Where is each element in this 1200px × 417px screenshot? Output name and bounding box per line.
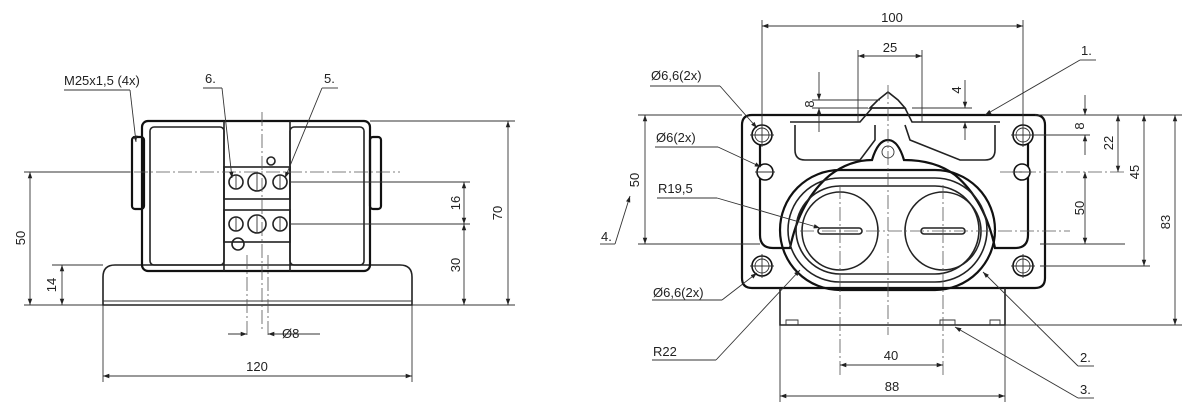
top-view: 100 25 8 4 1. Ø6,6(2x) Ø6(2x) 50	[600, 10, 1182, 402]
hole-dia-6: Ø6(2x)	[656, 130, 696, 145]
hole-dia-6-6-top: Ø6,6(2x)	[651, 68, 702, 83]
base-plate	[102, 264, 413, 306]
dim-40: 40	[884, 348, 898, 363]
radius-19-5: R19,5	[658, 181, 693, 196]
housing-lower	[779, 288, 1006, 326]
dim-8-top: 8	[802, 100, 817, 107]
dim-14: 14	[44, 278, 59, 292]
mounting-holes	[750, 123, 1035, 278]
dim-83: 83	[1158, 215, 1173, 229]
terminal-block	[223, 166, 291, 200]
callout-5: 5.	[324, 71, 335, 86]
callout-4: 4.	[601, 229, 612, 244]
radius-22: R22	[653, 344, 677, 359]
dim-8-right: 8	[1072, 122, 1087, 129]
conduit-entry-right	[368, 135, 383, 211]
terminal-screws	[228, 156, 288, 251]
dim-30: 30	[448, 258, 463, 272]
callout-6: 6.	[205, 71, 216, 86]
dim-45: 45	[1127, 165, 1142, 179]
contact-chamber	[778, 168, 997, 292]
conduit-entry-left	[130, 135, 146, 211]
housing-gasket	[758, 130, 1030, 250]
dim-70: 70	[490, 206, 505, 220]
dim-4: 4	[949, 86, 964, 93]
switch-body	[140, 119, 372, 273]
callout-1: 1.	[1081, 43, 1092, 58]
dim-dia-8: Ø8	[282, 326, 299, 341]
dim-22: 22	[1101, 136, 1116, 150]
dim-50-right: 50	[1072, 201, 1087, 215]
hole-dia-6-6-bottom: Ø6,6(2x)	[653, 285, 704, 300]
dim-25: 25	[883, 40, 897, 55]
mounting-plate	[740, 113, 1047, 290]
thread-label: M25x1,5 (4x)	[64, 73, 140, 88]
dim-50-left-top: 50	[627, 173, 642, 187]
callout-3: 3.	[1080, 382, 1091, 397]
dim-50-left: 50	[13, 231, 28, 245]
dim-100: 100	[881, 10, 903, 25]
dim-88: 88	[885, 379, 899, 394]
callout-2: 2.	[1080, 350, 1091, 365]
dim-120: 120	[246, 359, 268, 374]
dim-16: 16	[448, 196, 463, 210]
front-view: M25x1,5 (4x) 6. 5. 50 14 16 30 70 Ø8	[13, 71, 515, 382]
